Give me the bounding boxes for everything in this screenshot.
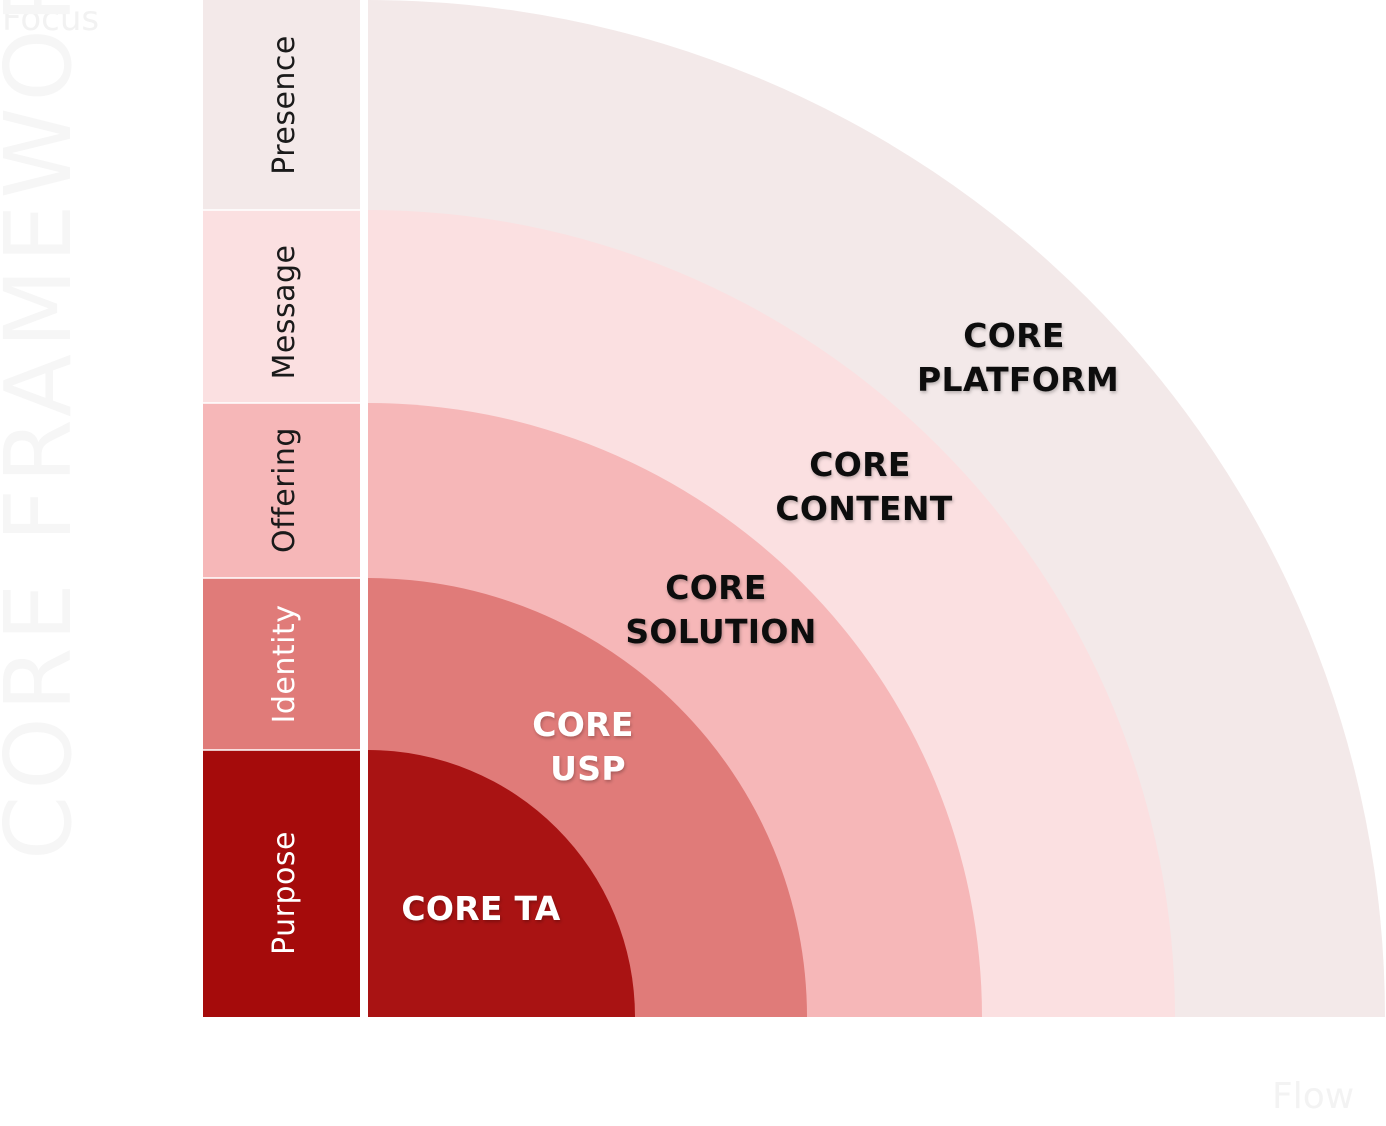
band-label-presence: Presence xyxy=(267,35,302,175)
band-message xyxy=(203,210,360,403)
flow-watermark: Flow xyxy=(1272,1076,1354,1117)
arc-label-solution-line2: SOLUTION xyxy=(625,612,816,651)
arc-label-content-line1: CORE xyxy=(809,445,910,484)
band-label-offering: Offering xyxy=(267,427,302,553)
arc-core-ta xyxy=(368,750,635,1017)
arc-label-content-line2: CONTENT xyxy=(775,489,952,528)
arc-label-platform-line1: CORE xyxy=(963,316,1064,355)
band-label-message: Message xyxy=(267,245,302,380)
band-offering xyxy=(203,403,360,578)
side-watermark: CORE FRAMEWORK xyxy=(0,0,92,860)
band-identity xyxy=(203,578,360,750)
arc-label-usp-line2: USP xyxy=(550,749,626,788)
band-presence xyxy=(203,0,360,210)
band-purpose xyxy=(203,750,360,1017)
arc-label-platform-line2: PLATFORM xyxy=(917,360,1119,399)
arc-label-usp-line1: CORE xyxy=(532,705,633,744)
band-label-identity: Identity xyxy=(267,605,302,724)
arc-label-ta: CORE TA xyxy=(401,889,560,928)
band-label-purpose: Purpose xyxy=(267,831,302,955)
arc-label-solution-line1: CORE xyxy=(665,568,766,607)
focus-watermark: Focus xyxy=(2,0,99,39)
